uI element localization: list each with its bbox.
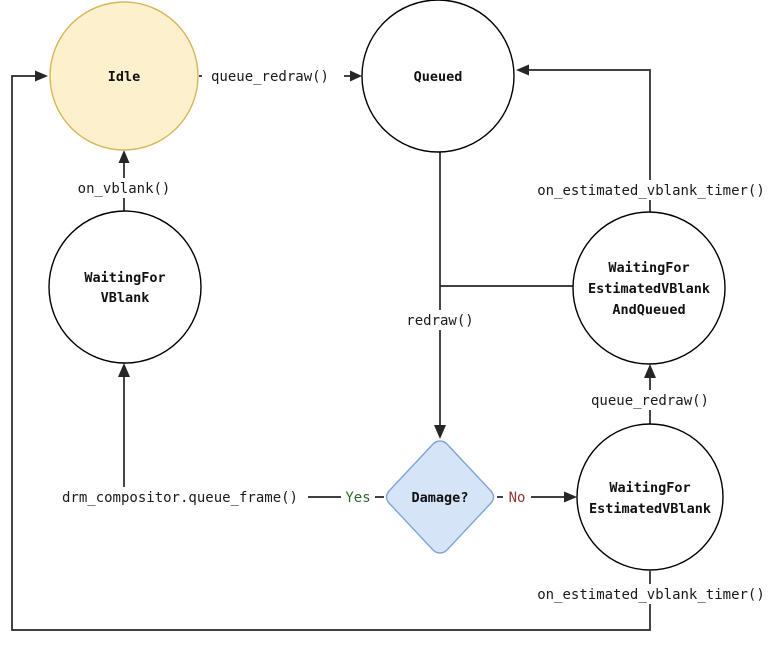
node-label-wfevbaq-line3: AndQueued: [612, 302, 685, 318]
edge-label-queue-redraw-wfevb: queue_redraw(): [591, 393, 709, 409]
edge-wfevb-to-wfevbaq: queue_redraw(): [580, 364, 722, 424]
edge-label-on-estimated-vblank-timer-upper: on_estimated_vblank_timer(): [537, 183, 765, 199]
node-label-waiting-for-vblank-line1: WaitingFor: [84, 270, 165, 286]
edge-idle-to-queued: queue_redraw(): [199, 66, 362, 86]
node-idle[interactable]: Idle: [49, 1, 199, 151]
edge-damage-no-to-wfevb: No: [497, 487, 577, 507]
edge-label-queue-redraw-idle: queue_redraw(): [211, 69, 329, 85]
node-label-wfevbaq-line1: WaitingFor: [608, 260, 689, 276]
node-label-wfevbaq-line2: EstimatedVBlank: [588, 281, 710, 297]
edge-queued-to-damage: redraw(): [392, 152, 488, 439]
edge-label-on-estimated-vblank-timer-lower: on_estimated_vblank_timer(): [537, 587, 765, 603]
node-damage-decision[interactable]: Damage?: [385, 440, 495, 554]
edge-label-drm-compositor-queue-frame: drm_compositor.queue_frame(): [62, 490, 298, 506]
edge-label-no: No: [509, 490, 526, 506]
node-waiting-for-estimated-vblank[interactable]: WaitingFor EstimatedVBlank: [576, 423, 724, 571]
node-label-queued: Queued: [414, 69, 463, 85]
node-queued[interactable]: Queued: [361, 0, 515, 153]
edge-queue-frame-to-waiting-for-vblank: drm_compositor.queue_frame(): [46, 363, 308, 509]
node-label-wfevb-line2: EstimatedVBlank: [589, 501, 711, 517]
node-label-wfevb-line1: WaitingFor: [609, 480, 690, 496]
edge-label-on-vblank: on_vblank(): [78, 181, 171, 197]
node-label-idle: Idle: [108, 69, 141, 85]
node-waiting-for-vblank[interactable]: WaitingFor VBlank: [48, 210, 202, 364]
edge-label-redraw: redraw(): [406, 313, 473, 329]
node-label-waiting-for-vblank-line2: VBlank: [101, 290, 150, 306]
edge-wfevb-to-idle: on_estimated_vblank_timer(): [11, 70, 774, 631]
edge-waiting-for-vblank-to-idle: on_vblank(): [60, 150, 188, 211]
edge-damage-yes-to-queue-frame: Yes: [307, 487, 384, 507]
edge-label-yes: Yes: [345, 490, 370, 506]
node-waiting-for-estimated-vblank-and-queued[interactable]: WaitingFor EstimatedVBlank AndQueued: [572, 211, 726, 365]
node-label-damage: Damage?: [412, 490, 469, 506]
edge-wfevbaq-to-queued: on_estimated_vblank_timer(): [516, 64, 774, 212]
